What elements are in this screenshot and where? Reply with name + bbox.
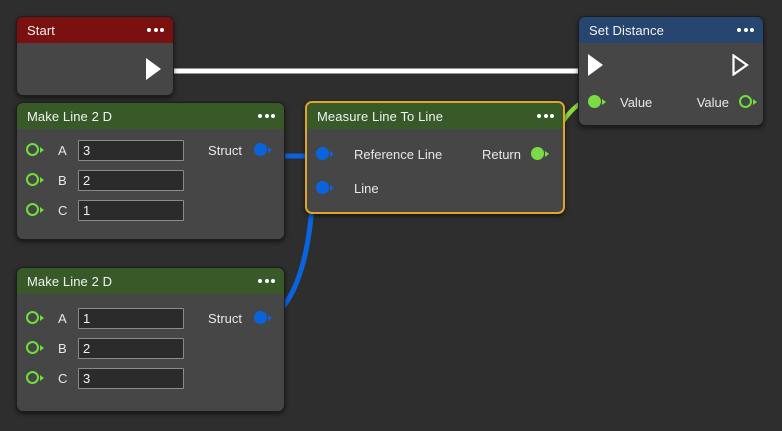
- pin-label-a: A: [58, 142, 67, 158]
- row-input-b: B: [17, 165, 284, 195]
- input-b-field[interactable]: [78, 337, 184, 359]
- input-b-field[interactable]: [78, 169, 184, 191]
- node-measure-line-to-line-header[interactable]: Measure Line To Line: [307, 103, 563, 129]
- pin-label-c: C: [58, 370, 68, 386]
- node-start-exec-row: [17, 43, 173, 95]
- ellipsis-icon[interactable]: [737, 28, 754, 32]
- input-c-field[interactable]: [78, 199, 184, 221]
- row-input-c: C: [17, 363, 284, 393]
- pin-reference-line-in[interactable]: [316, 147, 334, 161]
- node-start-header[interactable]: Start: [17, 17, 173, 43]
- input-a-field[interactable]: [78, 307, 184, 329]
- exec-in-arrow-icon[interactable]: [588, 54, 603, 76]
- ellipsis-icon[interactable]: [537, 114, 554, 118]
- struct-output-group: Struct: [208, 143, 272, 158]
- node-start[interactable]: Start: [16, 16, 174, 96]
- node-make-line-2d-2-header[interactable]: Make Line 2 D: [17, 268, 284, 294]
- pin-c-in[interactable]: [26, 203, 44, 217]
- node-measure-line-to-line-title: Measure Line To Line: [317, 108, 444, 124]
- node-set-distance-value-row: Value Value: [579, 87, 763, 117]
- pin-label-line: Line: [354, 180, 379, 196]
- exec-out-arrow-icon[interactable]: [146, 58, 161, 80]
- pin-b-in[interactable]: [26, 173, 44, 187]
- node-measure-line-to-line-body: Reference Line Return Line: [307, 129, 563, 203]
- pin-label-reference-line: Reference Line: [354, 146, 443, 162]
- pin-c-in[interactable]: [26, 371, 44, 385]
- node-set-distance-header[interactable]: Set Distance: [579, 17, 763, 43]
- row-input-c: C: [17, 195, 284, 225]
- node-make-line-2d-1-body: A Struct B C: [17, 129, 284, 225]
- ellipsis-icon[interactable]: [258, 114, 275, 118]
- pin-label-value-out: Value: [696, 94, 729, 110]
- pin-a-in[interactable]: [26, 143, 44, 157]
- return-output-group: Return: [482, 147, 549, 162]
- pin-line-in[interactable]: [316, 181, 334, 195]
- pin-label-b: B: [58, 172, 67, 188]
- pin-label-value-in: Value: [620, 94, 653, 110]
- ellipsis-icon[interactable]: [147, 28, 164, 32]
- pin-label-return: Return: [481, 146, 521, 162]
- node-make-line-2d-1[interactable]: Make Line 2 D A Struct: [16, 102, 285, 240]
- pin-a-in[interactable]: [26, 311, 44, 325]
- node-make-line-2d-2-body: A Struct B C: [17, 294, 284, 393]
- node-set-distance-body: Value Value: [579, 43, 763, 117]
- node-make-line-2d-2[interactable]: Make Line 2 D A Struct: [16, 267, 285, 412]
- row-reference-line: Reference Line Return: [307, 139, 563, 169]
- ellipsis-icon[interactable]: [258, 279, 275, 283]
- pin-struct-out[interactable]: [254, 143, 272, 157]
- input-a-field[interactable]: [78, 139, 184, 161]
- pin-label-struct: Struct: [208, 310, 242, 326]
- pin-value-out[interactable]: [739, 95, 757, 109]
- pin-struct-out[interactable]: [254, 311, 272, 325]
- row-input-a: A Struct: [17, 303, 284, 333]
- row-input-a: A Struct: [17, 135, 284, 165]
- node-start-body: [17, 43, 173, 95]
- node-make-line-2d-1-title: Make Line 2 D: [27, 108, 113, 124]
- pin-label-a: A: [58, 310, 67, 326]
- row-line: Line: [307, 173, 563, 203]
- pin-value-in[interactable]: [588, 95, 606, 109]
- node-make-line-2d-1-header[interactable]: Make Line 2 D: [17, 103, 284, 129]
- pin-label-c: C: [58, 202, 68, 218]
- pin-return-out[interactable]: [531, 147, 549, 161]
- pin-label-struct: Struct: [208, 142, 242, 158]
- struct-output-group: Struct: [208, 311, 272, 326]
- node-measure-line-to-line[interactable]: Measure Line To Line Reference Line Retu…: [305, 101, 565, 214]
- exec-out-arrow-hollow-icon[interactable]: [732, 54, 749, 76]
- node-make-line-2d-2-title: Make Line 2 D: [27, 273, 113, 289]
- node-set-distance-title: Set Distance: [589, 22, 664, 38]
- input-c-field[interactable]: [78, 367, 184, 389]
- node-set-distance[interactable]: Set Distance Value Va: [578, 16, 764, 126]
- pin-label-b: B: [58, 340, 67, 356]
- pin-b-in[interactable]: [26, 341, 44, 355]
- row-input-b: B: [17, 333, 284, 363]
- node-start-title: Start: [27, 22, 55, 38]
- node-set-distance-exec-row: [579, 43, 763, 87]
